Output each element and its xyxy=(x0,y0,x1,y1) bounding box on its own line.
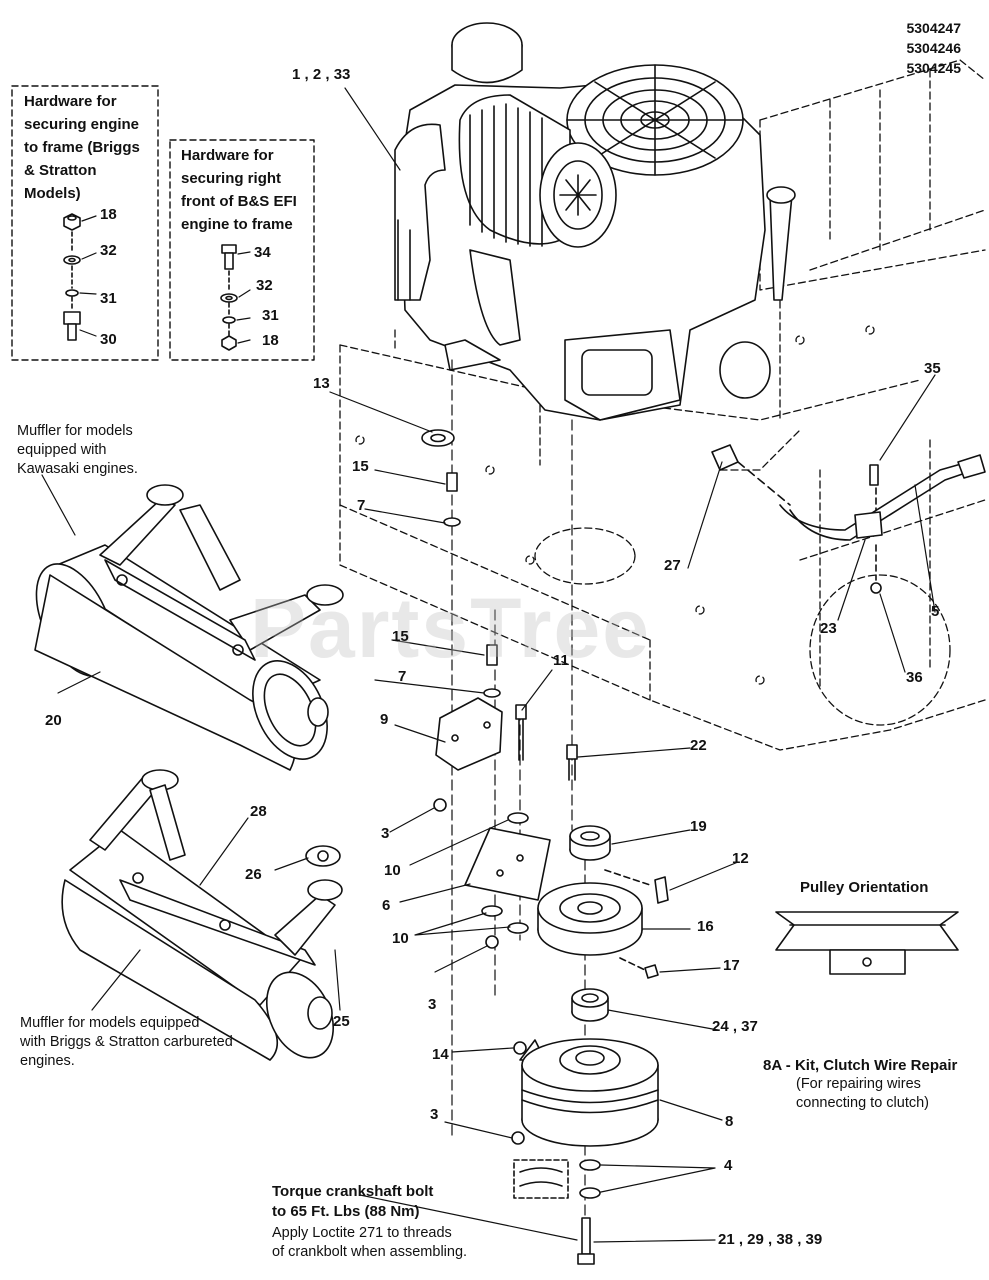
callout-12[interactable]: 12 xyxy=(732,850,749,867)
callout-9[interactable]: 9 xyxy=(380,711,389,728)
briggs-hardware-title: Hardware for securing engine to frame (B… xyxy=(24,93,140,202)
callout-24-37[interactable]: 24 , 37 xyxy=(712,1018,758,1035)
hardware-box-frames xyxy=(11,85,315,361)
part-number[interactable]: 32 xyxy=(256,277,273,294)
callout-21-29-38-39[interactable]: 21 , 29 , 38 , 39 xyxy=(718,1231,823,1248)
model-number: 5304247 xyxy=(906,20,961,36)
pulley-orientation-drawing xyxy=(775,911,959,975)
callout-engine[interactable]: 1 , 2 , 33 xyxy=(292,66,351,83)
part-number[interactable]: 31 xyxy=(100,290,117,307)
clutch-kit-title[interactable]: 8A - Kit, Clutch Wire Repair xyxy=(763,1057,958,1074)
callout-8[interactable]: 8 xyxy=(725,1113,734,1130)
mower-frame xyxy=(339,59,986,751)
callout-3[interactable]: 3 xyxy=(381,825,390,842)
callout-14[interactable]: 14 xyxy=(432,1046,449,1063)
model-number: 5304246 xyxy=(906,40,961,56)
callout-13[interactable]: 13 xyxy=(313,375,330,392)
callout-35[interactable]: 35 xyxy=(924,360,941,377)
callout-17[interactable]: 17 xyxy=(723,957,740,974)
callout-27[interactable]: 27 xyxy=(664,557,681,574)
callout-7[interactable]: 7 xyxy=(357,497,366,514)
callout-25[interactable]: 25 xyxy=(333,1013,350,1030)
callout-4[interactable]: 4 xyxy=(724,1157,733,1174)
pulley-orientation-title: Pulley Orientation xyxy=(800,879,929,896)
callout-7[interactable]: 7 xyxy=(398,668,407,685)
callout-15[interactable]: 15 xyxy=(392,628,409,645)
engine-drawing xyxy=(394,22,796,421)
callout-22[interactable]: 22 xyxy=(690,737,707,754)
kawasaki-muffler-drawing xyxy=(34,484,344,771)
fuel-line-drawing xyxy=(711,444,986,594)
part-number[interactable]: 31 xyxy=(262,307,279,324)
callout-28[interactable]: 28 xyxy=(250,803,267,820)
kawasaki-muffler-note: Muffler for models equipped with Kawasak… xyxy=(17,423,138,477)
callout-26[interactable]: 26 xyxy=(245,866,262,883)
part-number[interactable]: 18 xyxy=(100,206,117,223)
efi-hardware-title: Hardware for securing right front of B&S… xyxy=(181,147,297,233)
model-number: 5304245 xyxy=(906,60,961,76)
callout-10[interactable]: 10 xyxy=(392,930,409,947)
part-number[interactable]: 32 xyxy=(100,242,117,259)
torque-description: Apply Loctite 271 to threads of crankbol… xyxy=(272,1225,468,1260)
callout-15[interactable]: 15 xyxy=(352,458,369,475)
torque-title: Torque crankshaft bolt to 65 Ft. Lbs (88… xyxy=(272,1183,434,1220)
callout-3[interactable]: 3 xyxy=(428,996,437,1013)
briggs-muffler-note: Muffler for models equipped with Briggs … xyxy=(20,1015,233,1069)
callout-23[interactable]: 23 xyxy=(820,620,837,637)
hardware-box-parts xyxy=(63,213,238,351)
callout-20[interactable]: 20 xyxy=(45,712,62,729)
part-number[interactable]: 30 xyxy=(100,331,117,348)
callout-16[interactable]: 16 xyxy=(697,918,714,935)
part-number[interactable]: 18 xyxy=(262,332,279,349)
callout-3[interactable]: 3 xyxy=(430,1106,439,1123)
callout-10[interactable]: 10 xyxy=(384,862,401,879)
callout-6[interactable]: 6 xyxy=(382,897,391,914)
center-parts-drawing xyxy=(421,359,669,1265)
callout-36[interactable]: 36 xyxy=(906,669,923,686)
callout-11[interactable]: 11 xyxy=(553,652,569,669)
leader-lines xyxy=(41,87,936,1243)
callout-19[interactable]: 19 xyxy=(690,818,707,835)
briggs-muffler-drawing xyxy=(61,769,343,1061)
watermark: PartsTree xyxy=(250,581,651,675)
callout-5[interactable]: 5 xyxy=(931,603,940,620)
part-number[interactable]: 34 xyxy=(254,244,271,261)
clutch-kit-description: (For repairing wires connecting to clutc… xyxy=(796,1076,929,1111)
